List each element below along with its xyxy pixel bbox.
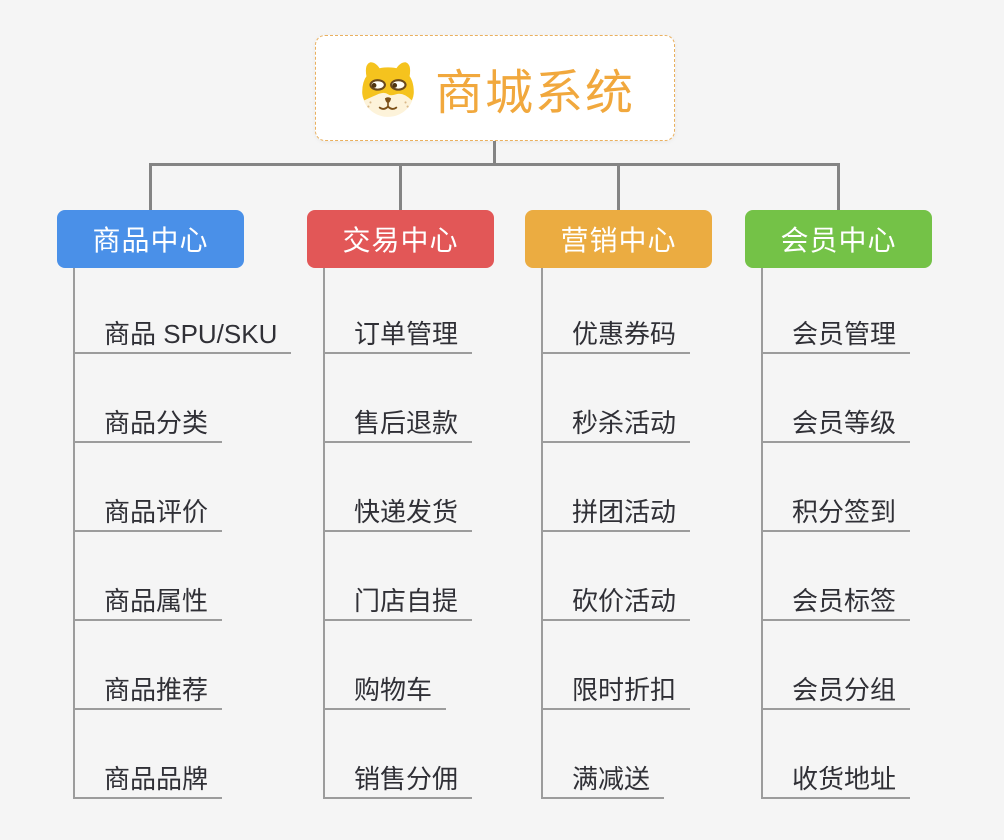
leaf-label: 快递发货 (354, 496, 459, 527)
leaf-node[interactable]: 砍价活动 (543, 532, 691, 621)
leaf-node[interactable]: 商品 SPU/SKU (75, 268, 292, 354)
leaf-node[interactable]: 购物车 (325, 621, 447, 710)
leaf-node[interactable]: 会员管理 (763, 268, 911, 354)
connector-root-stub (493, 141, 496, 163)
leaf-node[interactable]: 商品品牌 (75, 710, 223, 799)
root-label: 商城系统 (434, 67, 635, 120)
leaf-node[interactable]: 快递发货 (325, 443, 473, 532)
leaf-node[interactable]: 拼团活动 (543, 443, 691, 532)
branch-label: 商品中心 (92, 225, 209, 256)
leaf-label: 会员分组 (792, 674, 897, 705)
connector-drop-trade (399, 163, 402, 212)
leaf-label: 门店自提 (354, 585, 459, 616)
branch-column: 交易中心 订单管理售后退款快递发货门店自提购物车销售分佣 (307, 210, 494, 799)
leaf-node[interactable]: 门店自提 (325, 532, 473, 621)
branch-leaf-list: 优惠券码秒杀活动拼团活动砍价活动限时折扣满减送 (541, 268, 691, 799)
branch-leaf-list: 商品 SPU/SKU 商品分类商品评价商品属性商品推荐商品品牌 (73, 268, 292, 799)
branch-column: 会员中心 会员管理会员等级积分签到会员标签会员分组收货地址 (745, 210, 932, 799)
branch-node[interactable]: 商品中心 (57, 210, 244, 268)
branch-node[interactable]: 营销中心 (525, 210, 712, 268)
leaf-label: 砍价活动 (572, 585, 677, 616)
dog-face-icon (362, 62, 414, 117)
leaf-label: 订单管理 (354, 318, 459, 349)
branch-leaf-list: 会员管理会员等级积分签到会员标签会员分组收货地址 (761, 268, 911, 799)
leaf-label: 积分签到 (792, 496, 897, 527)
leaf-label: 售后退款 (354, 407, 459, 438)
leaf-node[interactable]: 会员等级 (763, 354, 911, 443)
leaf-label: 优惠券码 (572, 318, 677, 349)
leaf-node[interactable]: 商品评价 (75, 443, 223, 532)
root-node[interactable]: 商城系统 (315, 35, 675, 141)
connector-drop-marketing (617, 163, 620, 212)
branch-column: 营销中心 优惠券码秒杀活动拼团活动砍价活动限时折扣满减送 (525, 210, 712, 799)
leaf-node[interactable]: 订单管理 (325, 268, 473, 354)
leaf-node[interactable]: 销售分佣 (325, 710, 473, 799)
leaf-label: 收货地址 (792, 763, 897, 794)
connector-horizontal (149, 163, 840, 166)
leaf-node[interactable]: 优惠券码 (543, 268, 691, 354)
leaf-label: 商品属性 (104, 585, 209, 616)
leaf-label: 限时折扣 (572, 674, 677, 705)
branch-label: 交易中心 (342, 225, 459, 256)
branch-label: 会员中心 (780, 225, 897, 256)
leaf-label: 购物车 (354, 674, 433, 705)
leaf-label: 秒杀活动 (572, 407, 677, 438)
leaf-node[interactable]: 售后退款 (325, 354, 473, 443)
branch-leaf-list: 订单管理售后退款快递发货门店自提购物车销售分佣 (323, 268, 473, 799)
leaf-node[interactable]: 限时折扣 (543, 621, 691, 710)
leaf-node[interactable]: 商品分类 (75, 354, 223, 443)
branch-label: 营销中心 (560, 225, 677, 256)
leaf-node[interactable]: 满减送 (543, 710, 665, 799)
leaf-label: 商品分类 (104, 407, 209, 438)
leaf-node[interactable]: 商品推荐 (75, 621, 223, 710)
branch-node[interactable]: 会员中心 (745, 210, 932, 268)
leaf-node[interactable]: 收货地址 (763, 710, 911, 799)
leaf-node[interactable]: 会员分组 (763, 621, 911, 710)
connector-drop-product (149, 163, 152, 212)
leaf-label: 商品评价 (104, 496, 209, 527)
leaf-label: 满减送 (572, 763, 651, 794)
leaf-label: 拼团活动 (572, 496, 677, 527)
leaf-label: 会员等级 (792, 407, 897, 438)
leaf-label: 商品推荐 (104, 674, 209, 705)
leaf-node[interactable]: 会员标签 (763, 532, 911, 621)
branch-node[interactable]: 交易中心 (307, 210, 494, 268)
leaf-label: 销售分佣 (354, 763, 459, 794)
leaf-label: 商品品牌 (104, 763, 209, 794)
leaf-node[interactable]: 秒杀活动 (543, 354, 691, 443)
leaf-node[interactable]: 积分签到 (763, 443, 911, 532)
leaf-node[interactable]: 商品属性 (75, 532, 223, 621)
leaf-label: 会员标签 (792, 585, 897, 616)
leaf-label: 会员管理 (792, 318, 897, 349)
leaf-label: 商品 SPU/SKU (104, 318, 278, 349)
branch-column: 商品中心 商品 SPU/SKU 商品分类商品评价商品属性商品推荐商品品牌 (57, 210, 292, 799)
connector-drop-member (837, 163, 840, 212)
